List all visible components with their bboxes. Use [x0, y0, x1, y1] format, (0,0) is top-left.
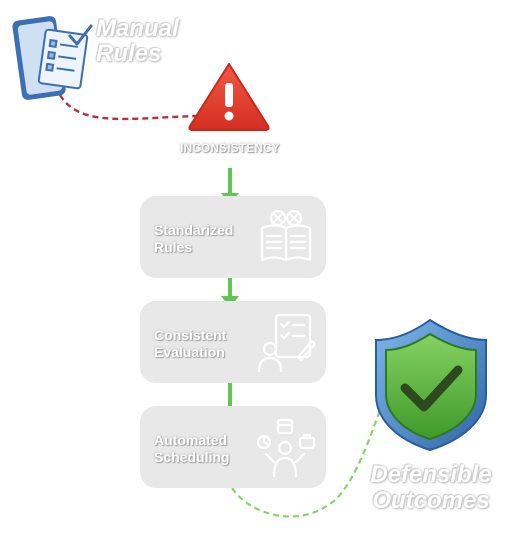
manual-rules-line1: Manual	[96, 15, 179, 42]
dashed-connector-green	[231, 399, 386, 518]
step-label-line1: Standarized	[154, 222, 234, 238]
inconsistency-label: INCONSISTENCY	[180, 143, 280, 155]
step-label-line1: Automated	[154, 432, 228, 448]
warning-triangle-icon	[188, 63, 270, 131]
step-label-line2: Evaluation	[154, 344, 225, 360]
manual-rules-line2: Rules	[96, 40, 162, 67]
shield-check-icon	[375, 318, 487, 452]
defensible-outcomes-label: Defensible Outcomes	[360, 462, 502, 514]
evaluation-person-icon	[256, 311, 317, 373]
scheduling-person-icon	[256, 416, 316, 478]
manual-rules-label: Manual Rules	[96, 16, 179, 66]
step-label-line1: Consistent	[154, 327, 227, 343]
dashed-connector-red	[58, 94, 197, 121]
step-label: Consistent Evaluation	[154, 327, 264, 361]
step-label-line2: Scheduling	[154, 449, 230, 465]
defensible-outcomes-line2: Outcomes	[372, 487, 490, 514]
step-standarized-rules: Standarized Rules	[140, 196, 326, 278]
clipboard-checklist-icon	[12, 16, 93, 100]
step-label: Standarized Rules	[154, 222, 264, 256]
step-automated-scheduling: Automated Scheduling	[140, 406, 326, 488]
open-book-icon	[256, 206, 316, 268]
step-label: Automated Scheduling	[154, 432, 264, 466]
step-consistent-evaluation: Consistent Evaluation	[140, 301, 326, 383]
step-label-line2: Rules	[154, 239, 193, 255]
defensible-outcomes-line1: Defensible	[370, 461, 492, 488]
